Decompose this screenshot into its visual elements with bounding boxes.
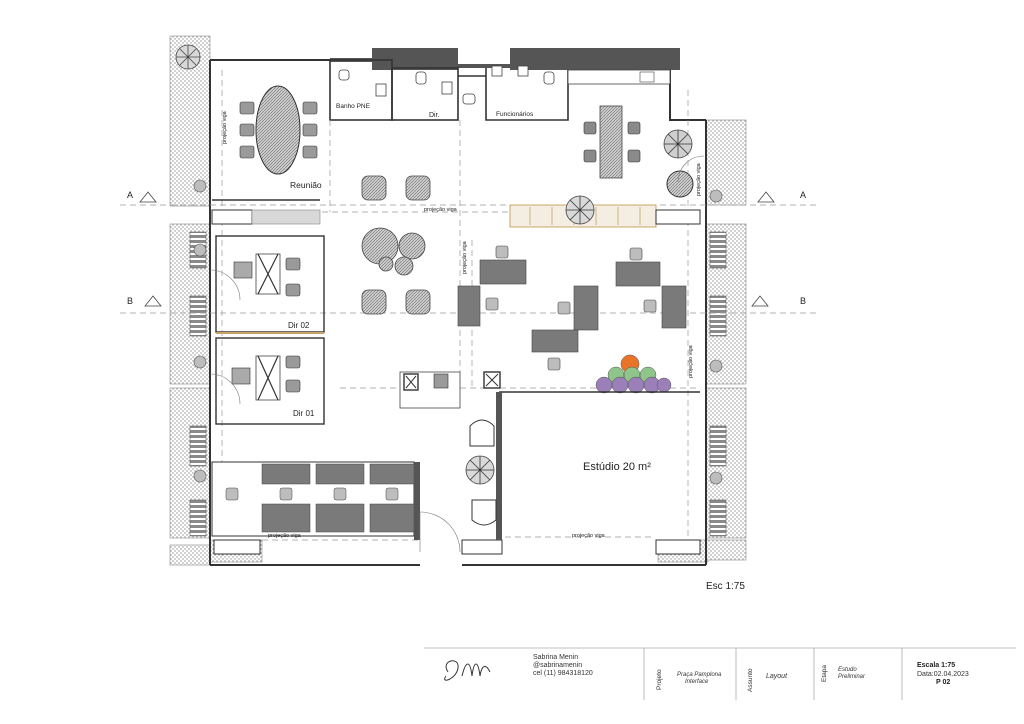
bottom-desk-row — [211, 461, 420, 540]
beam-label-bottom-right: projeção viga — [572, 533, 606, 539]
kitchen-counter — [567, 69, 671, 85]
section-b-left: B — [127, 296, 133, 306]
escala: Escala 1:75 — [917, 662, 955, 669]
office-dir01 — [215, 337, 325, 425]
projeto-line2: Interface — [685, 679, 709, 685]
beam-label-vertical-far-right: projeção viga — [696, 162, 702, 196]
office-dir02 — [215, 235, 325, 334]
beam-label-vertical-right: projeção viga — [688, 344, 694, 378]
designer-phone: cel (11) 984318120 — [533, 670, 593, 677]
label-estudio: Estúdio 20 m² — [583, 461, 651, 473]
shrub-plants — [193, 179, 723, 485]
section-a-right: A — [800, 190, 806, 200]
reception-counter — [399, 371, 501, 409]
sinks — [375, 65, 529, 97]
section-marker-icons — [139, 191, 775, 307]
assunto-value: Layout — [766, 673, 788, 680]
designer-signature-logo — [444, 660, 491, 681]
colored-poufs — [595, 354, 672, 394]
label-dir: Dir. — [429, 112, 440, 119]
etapa-line2: Preliminar — [838, 674, 866, 680]
section-b-right: B — [800, 296, 806, 306]
label-dir01: Dir 01 — [293, 409, 315, 418]
label-funcionarios: Funcionários — [496, 111, 534, 118]
potted-plant-top-left — [175, 44, 201, 70]
meeting-room — [212, 85, 320, 201]
data: Data:02.04.2023 — [917, 671, 969, 678]
label-reuniao: Reunião — [290, 180, 322, 190]
top-wall-bands — [330, 48, 680, 70]
projeto-label: Projeto — [656, 669, 663, 690]
desk-chairs — [485, 245, 657, 371]
designer-handle: @sabrinamenin — [533, 662, 582, 669]
designer-name: Sabrina Menin — [533, 654, 578, 661]
label-dir02: Dir 02 — [288, 321, 310, 330]
label-banho-pne: Banho PNE — [336, 103, 371, 110]
section-a-left: A — [127, 190, 133, 200]
projeto-line1: Praça Pamplona — [677, 672, 722, 678]
beam-label-vertical-left: projeção viga — [222, 110, 228, 144]
plant-center — [565, 195, 595, 225]
plant-right-top — [663, 129, 694, 198]
workstations — [457, 259, 687, 353]
assunto-label: Assunto — [747, 668, 754, 692]
lounge-furniture — [361, 175, 431, 315]
bathroom-walls — [329, 59, 569, 121]
scale-note: Esc 1:75 — [706, 581, 745, 592]
etapa-line1: Estudo — [838, 667, 857, 673]
toilets — [338, 69, 555, 105]
studio-lounge — [465, 419, 497, 526]
planter-benches — [189, 231, 727, 537]
beam-label-bottom-left: projeção viga — [268, 533, 302, 539]
beam-label-top: projeção viga — [424, 207, 458, 213]
studio-room — [496, 391, 700, 540]
sheet-number: P 02 — [936, 679, 950, 686]
exterior-walls — [209, 59, 707, 566]
title-block — [424, 647, 1016, 700]
etapa-label: Etapa — [821, 665, 828, 682]
door-swings — [209, 155, 705, 553]
dining-area — [583, 105, 641, 179]
beam-label-vertical-center: projeção viga — [462, 240, 468, 274]
